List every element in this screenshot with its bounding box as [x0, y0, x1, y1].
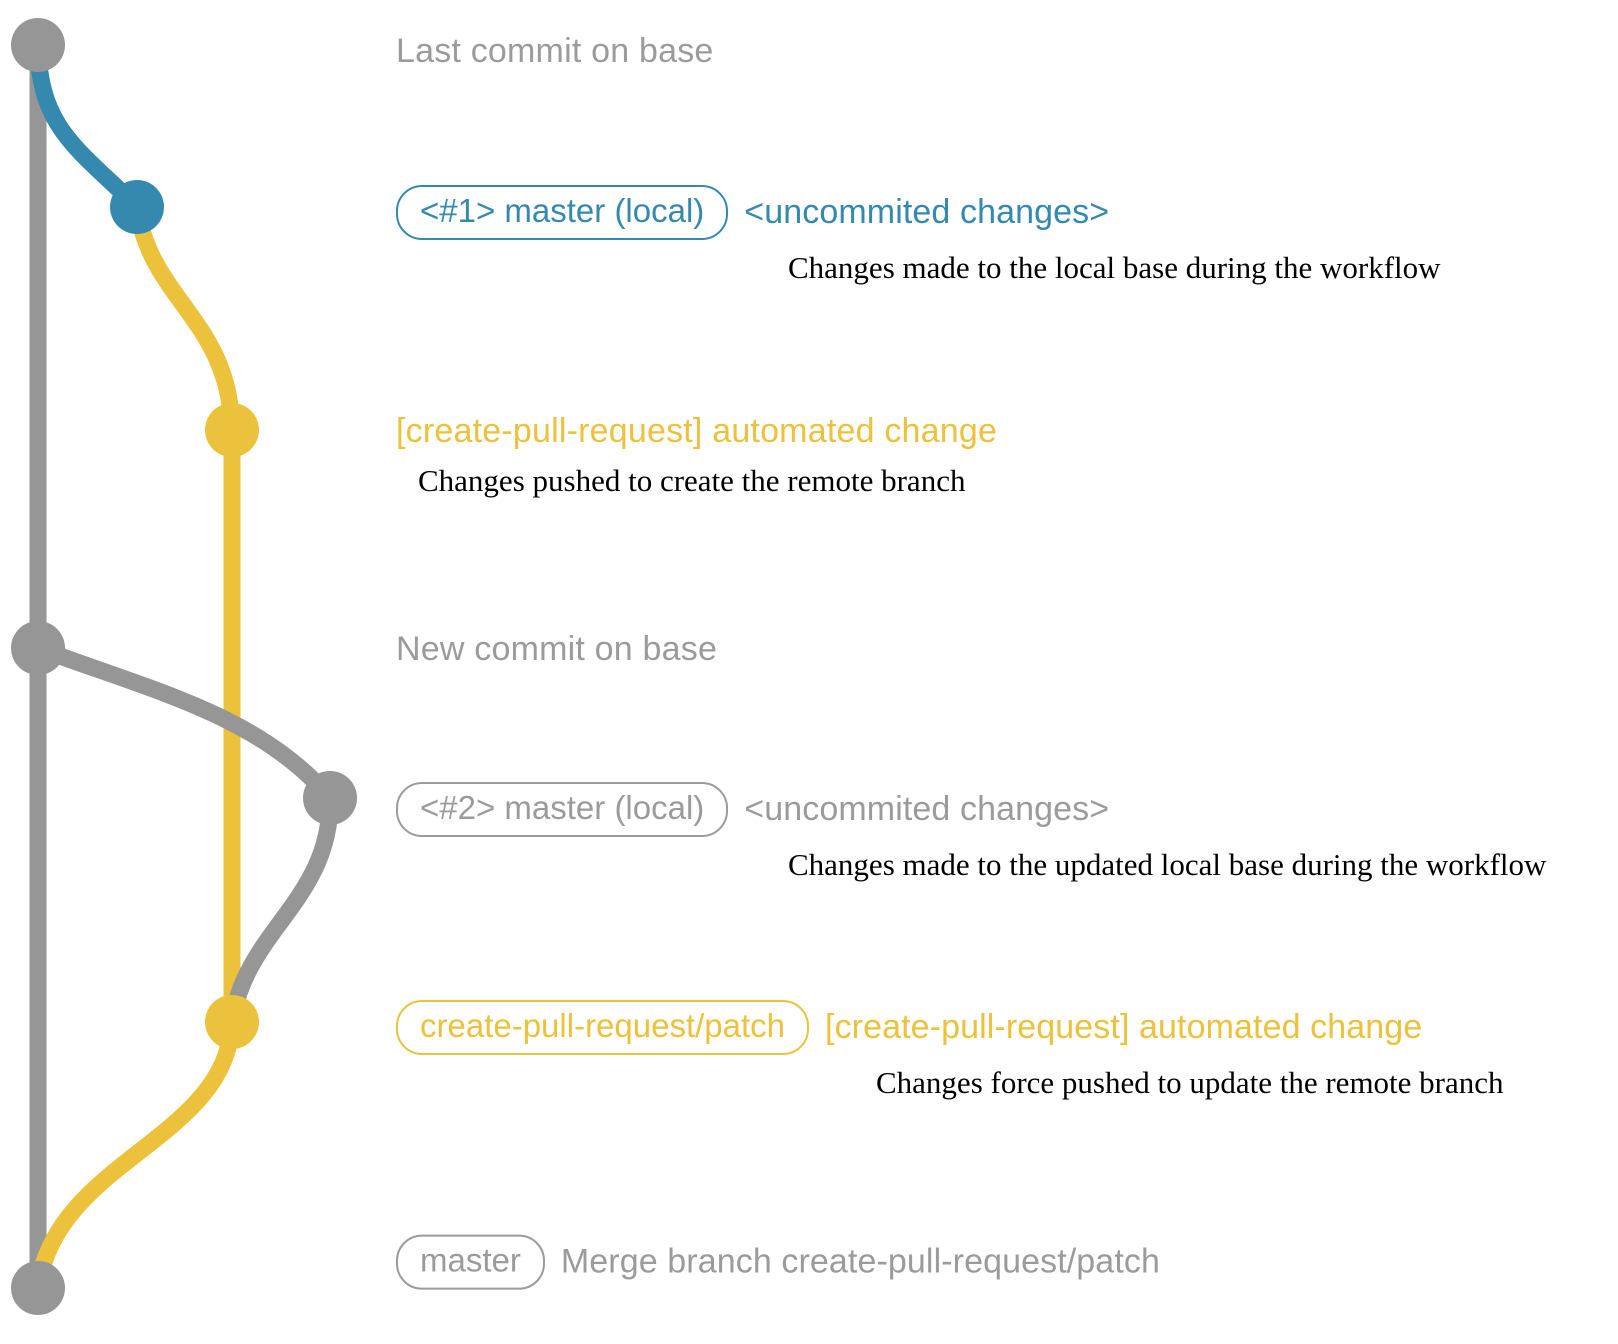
branch-badge-master-local-2[interactable]: <#2> master (local)	[396, 782, 729, 837]
description-master-local-2: Changes made to the updated local base d…	[788, 846, 1547, 882]
node-patch-2	[205, 995, 259, 1049]
row-master-local-2-line: <#2> master (local) <uncommited changes>	[396, 782, 1546, 837]
edge-local2-to-patch2	[223, 789, 339, 1031]
edge-base-to-local1	[29, 39, 146, 216]
edge-patch2-to-merge	[29, 1013, 241, 1297]
node-local-1	[110, 180, 164, 234]
row-new-commit-on-base: New commit on base	[396, 630, 717, 669]
commit-message-last-commit-on-base: Last commit on base	[396, 32, 714, 70]
commit-message-master-local-1: <uncommited changes>	[744, 192, 1110, 231]
commit-message-master-local-2: <uncommited changes>	[744, 789, 1110, 828]
node-base-top	[11, 18, 65, 72]
edge-local1-to-patch1	[128, 198, 241, 439]
row-last-commit-on-base: Last commit on base	[396, 32, 714, 71]
row-automated-change-1: [create-pull-request] automated change C…	[396, 412, 997, 499]
description-master-local-1: Changes made to the local base during th…	[788, 249, 1441, 285]
description-automated-change-1: Changes pushed to create the remote bran…	[418, 463, 966, 498]
row-master-local-2: <#2> master (local) <uncommited changes>…	[396, 782, 1546, 883]
commit-message-automated-change-1: [create-pull-request] automated change	[396, 412, 998, 450]
branch-badge-create-pull-request-patch[interactable]: create-pull-request/patch	[396, 1000, 810, 1055]
row-master-local-1-line: <#1> master (local) <uncommited changes>	[396, 185, 1441, 240]
commit-message-new-commit-on-base: New commit on base	[396, 630, 718, 668]
commit-message-master-merge: Merge branch create-pull-request/patch	[560, 1242, 1160, 1281]
node-local-2	[303, 771, 357, 825]
node-base-new	[11, 621, 65, 675]
row-patch-branch-line: create-pull-request/patch [create-pull-r…	[396, 1000, 1504, 1055]
branch-badge-master-local-1[interactable]: <#1> master (local)	[396, 185, 729, 240]
branch-badge-master[interactable]: master	[396, 1234, 545, 1290]
description-patch-branch: Changes force pushed to update the remot…	[876, 1064, 1504, 1100]
edge-basenew-to-local2	[29, 639, 339, 807]
node-base-merge	[11, 1261, 65, 1315]
row-master-merge: master Merge branch create-pull-request/…	[396, 1234, 1160, 1290]
row-master-local-1: <#1> master (local) <uncommited changes>…	[396, 185, 1441, 286]
node-patch-1	[205, 403, 259, 457]
commit-message-patch-branch: [create-pull-request] automated change	[825, 1007, 1423, 1046]
row-patch-branch: create-pull-request/patch [create-pull-r…	[396, 1000, 1504, 1101]
